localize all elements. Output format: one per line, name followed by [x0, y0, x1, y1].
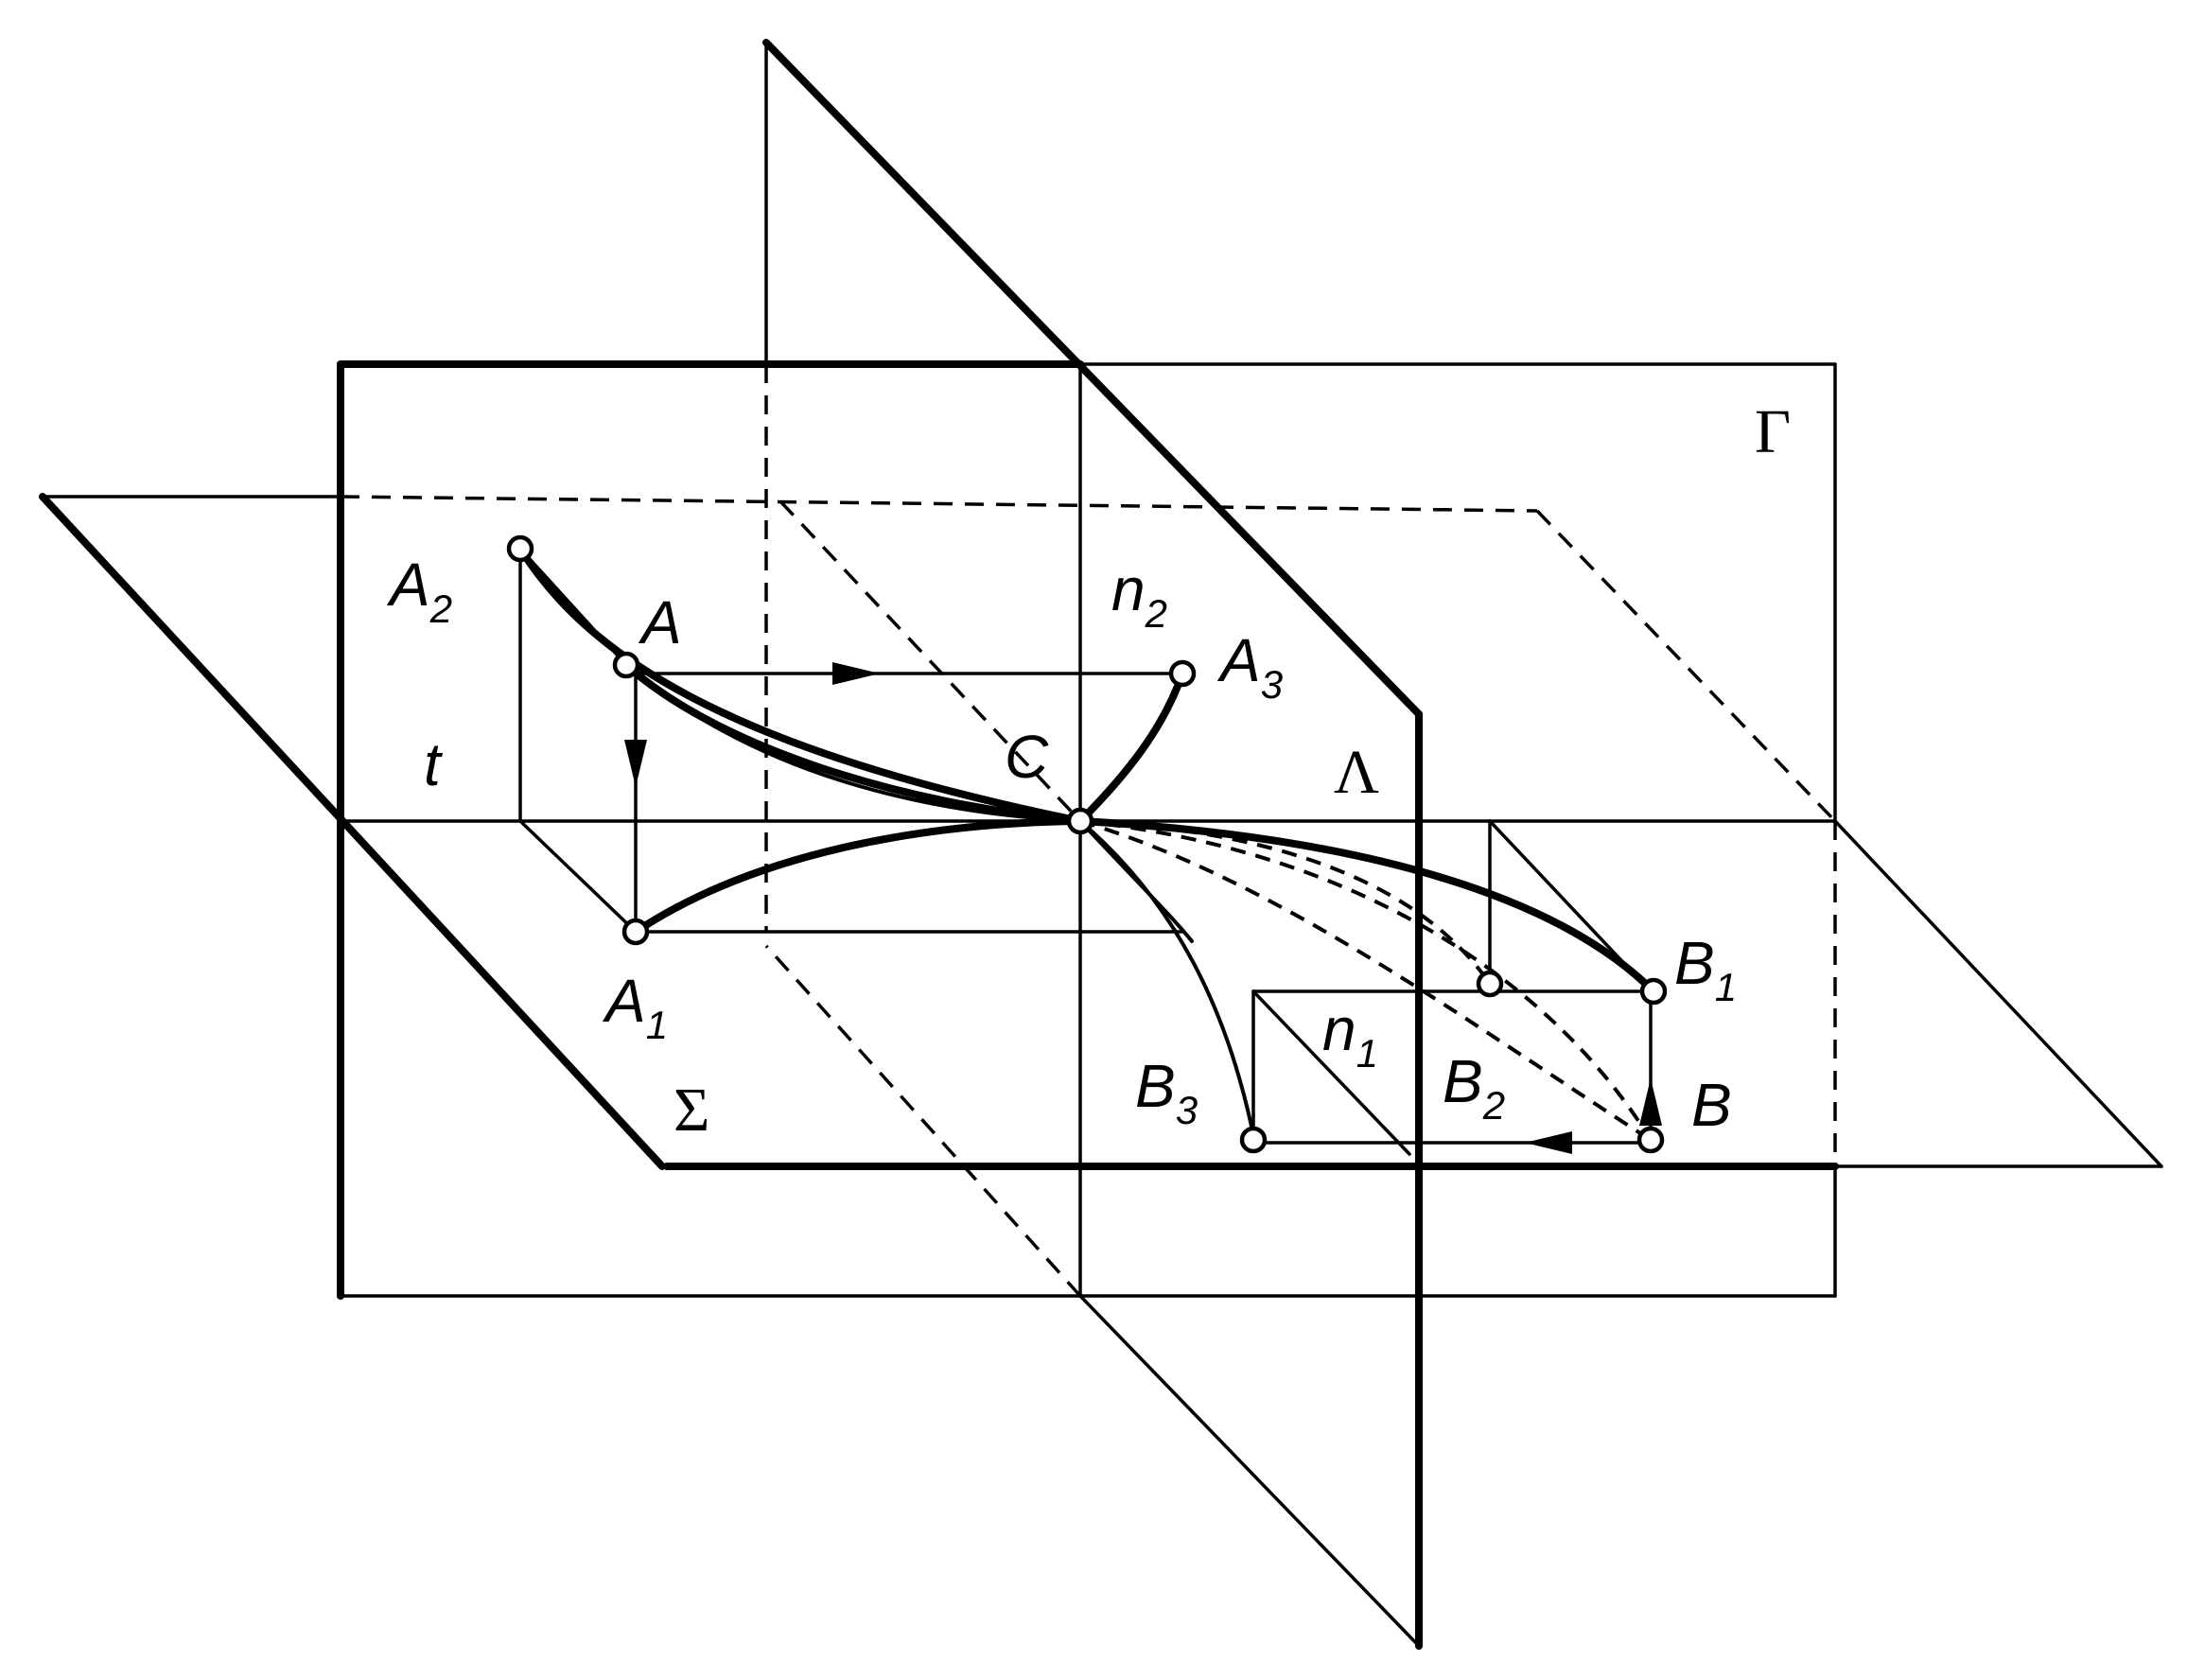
point-c: [1066, 807, 1094, 835]
label-gamma: Γ: [1755, 397, 1791, 466]
labels: A2 A A1 A3 C t n2 n1 B B1 B2 B3 Γ Λ Σ: [386, 397, 1791, 1145]
label-b2: B2: [1443, 1047, 1505, 1128]
point-b2: [1476, 970, 1504, 998]
label-a1: A1: [602, 967, 668, 1047]
arrow-up-icon: [1639, 1078, 1662, 1126]
label-c: C: [1005, 723, 1049, 791]
point-b3: [1239, 1126, 1268, 1154]
point-b: [1636, 1126, 1665, 1154]
label-a: A: [638, 588, 682, 656]
label-lambda: Λ: [1334, 738, 1379, 807]
arrow-left-icon: [1525, 1131, 1572, 1154]
label-b1: B1: [1674, 929, 1737, 1009]
point-a3: [1168, 659, 1197, 688]
arrows: [624, 662, 1662, 1154]
point-a2: [506, 534, 534, 563]
point-a1: [621, 918, 650, 946]
plane-sigma: [39, 493, 2163, 1170]
label-b: B: [1691, 1071, 1732, 1139]
point-b1: [1639, 977, 1668, 1006]
arrow-down-icon: [624, 740, 647, 787]
label-a2: A2: [386, 551, 452, 631]
label-n2: n2: [1111, 555, 1167, 636]
label-b3: B3: [1135, 1052, 1198, 1132]
curves: [516, 545, 1657, 1142]
arrow-right-icon: [832, 662, 880, 685]
label-a3: A3: [1216, 626, 1283, 707]
label-n1: n1: [1322, 995, 1378, 1076]
label-t: t: [424, 730, 443, 798]
construction-lines: [518, 547, 1655, 1156]
plane-gamma: [337, 360, 1837, 1300]
points: [506, 534, 1668, 1154]
label-sigma: Σ: [674, 1076, 709, 1145]
point-a: [612, 651, 640, 679]
